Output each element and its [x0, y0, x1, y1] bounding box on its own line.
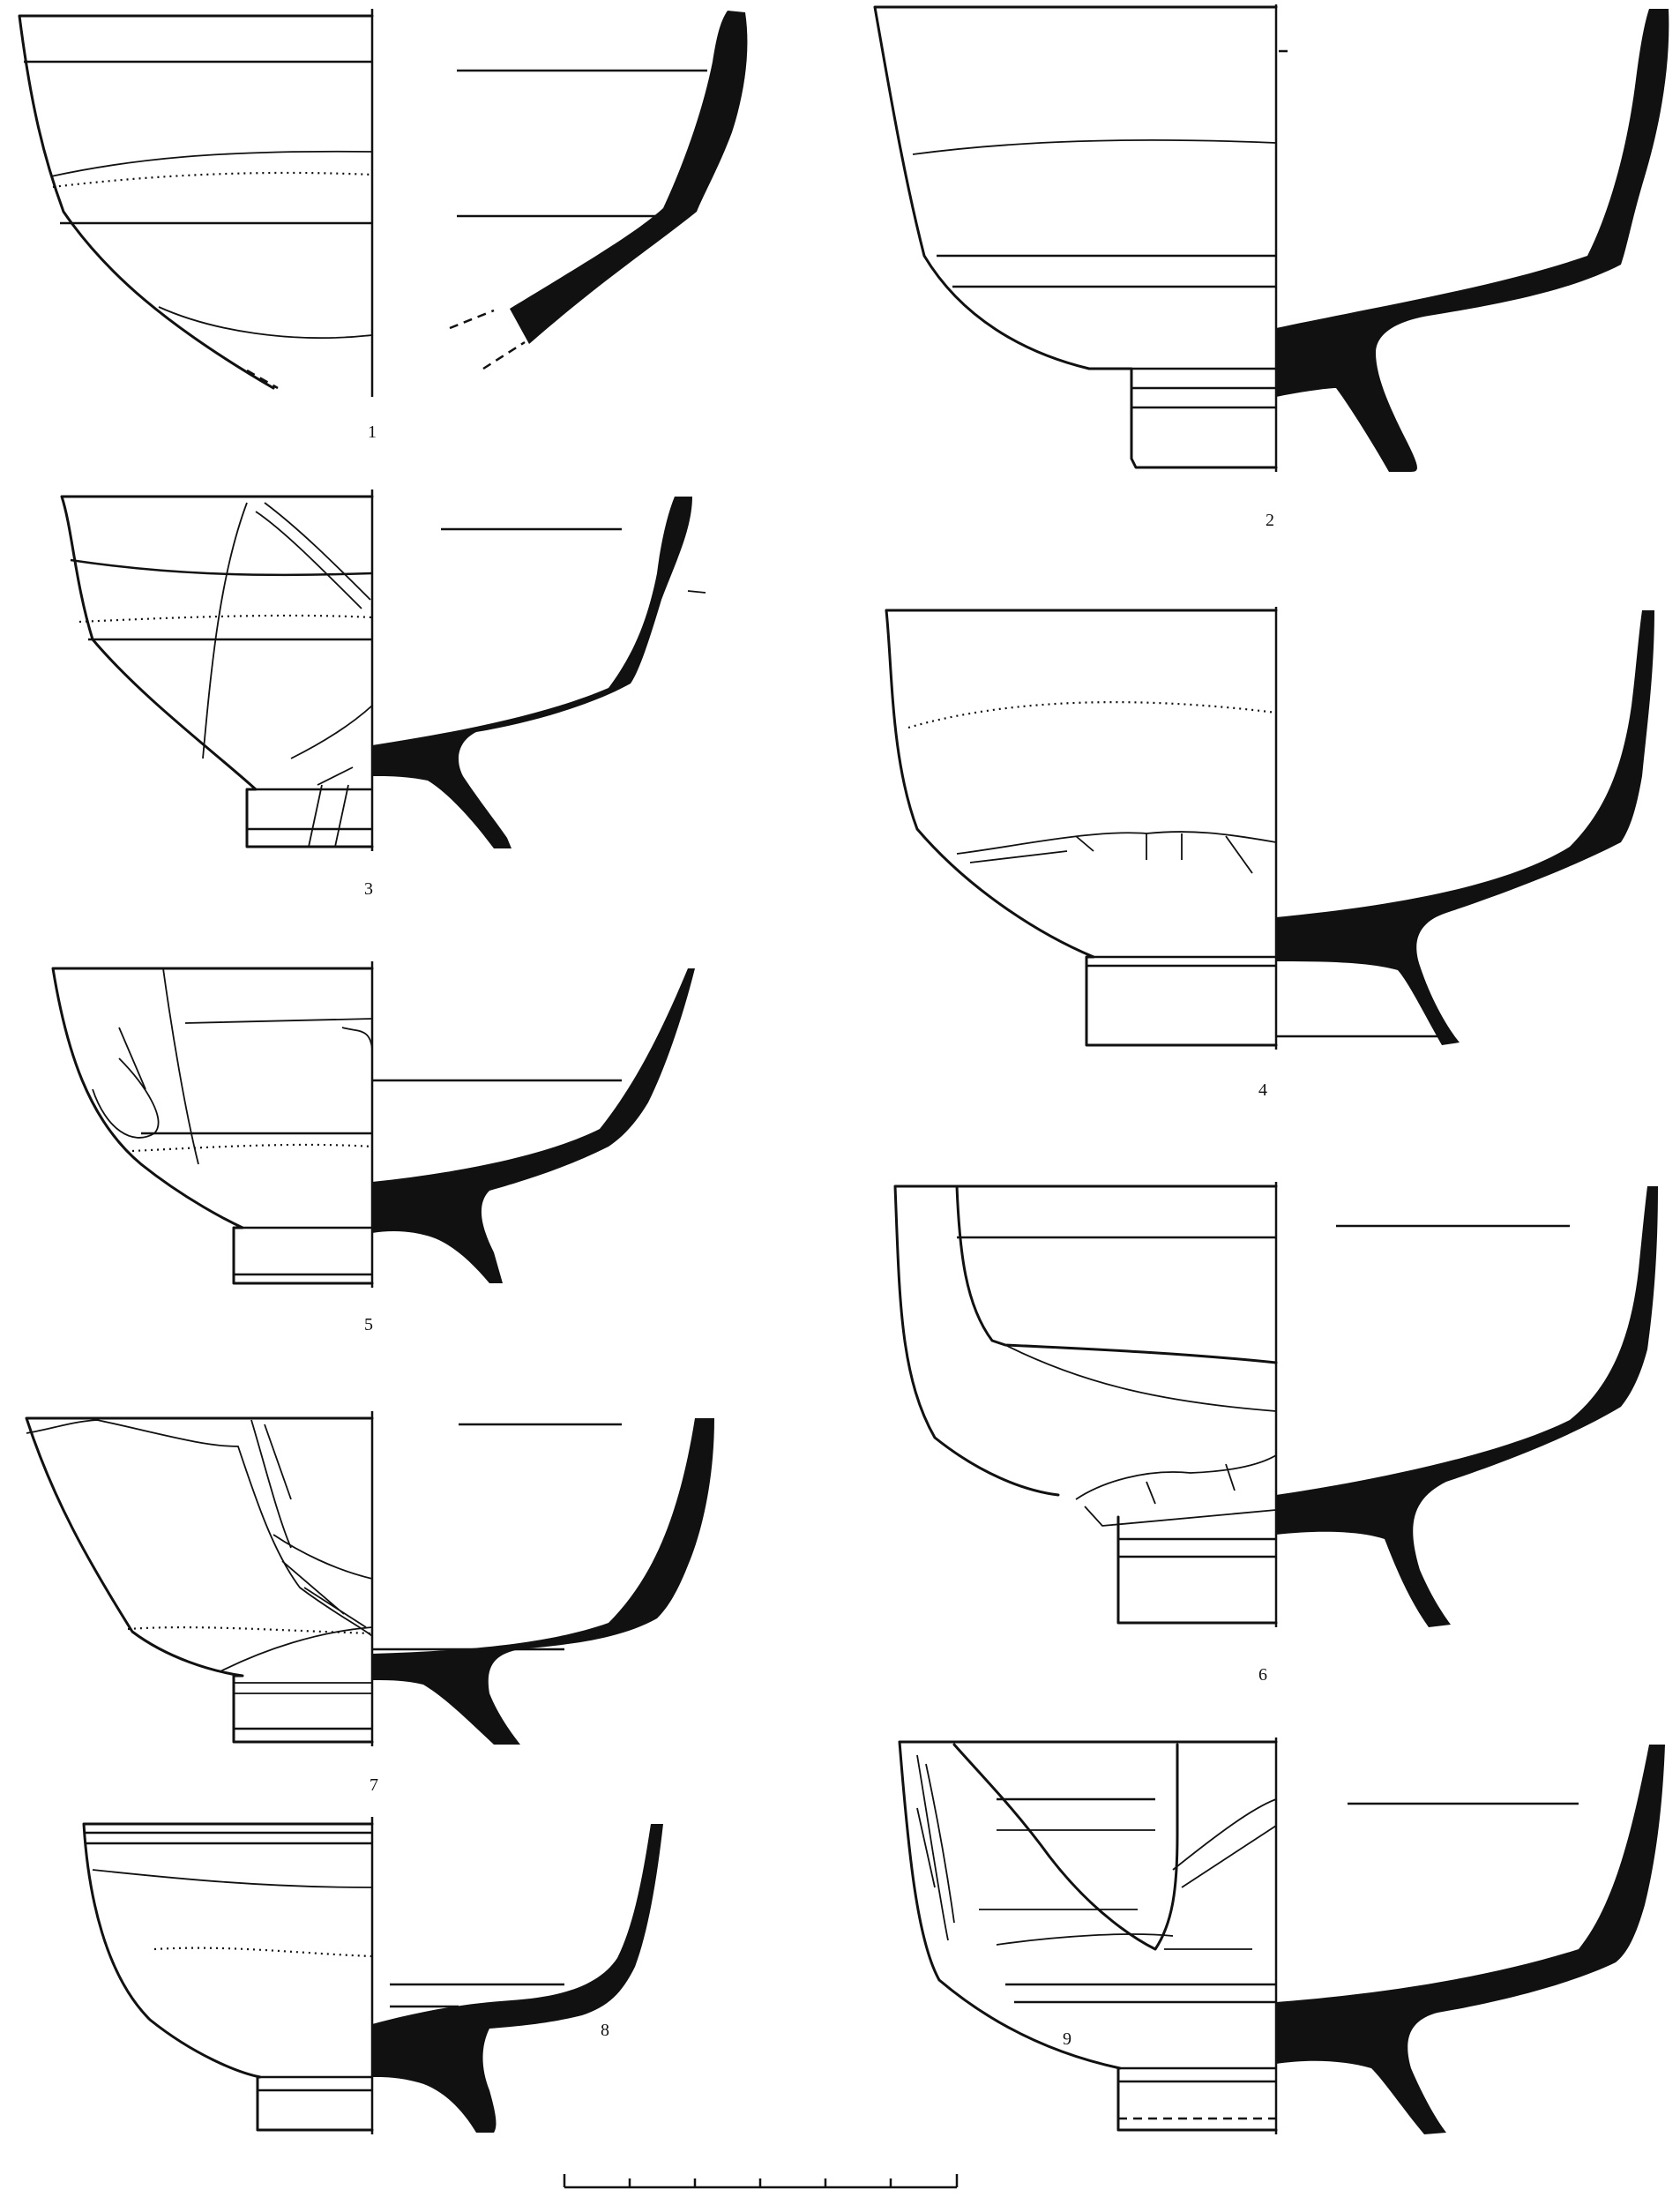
vessel-9-outline: [898, 1740, 1278, 2132]
scale-bar: [563, 2174, 959, 2189]
vessel-1-section: [510, 11, 748, 344]
vessel-4: 4: [885, 607, 1654, 1100]
vessel-5-outline: [51, 967, 374, 1285]
figure-label-5: 5: [364, 1315, 373, 1334]
figure-label-8: 8: [601, 2021, 609, 2040]
vessel-1-outline: [18, 14, 374, 390]
vessel-8: 8: [82, 1817, 663, 2134]
vessel-2: 2: [873, 4, 1669, 530]
vessel-2-section: [1276, 9, 1669, 472]
vessel-5-section: [372, 968, 695, 1283]
figure-label-7: 7: [370, 1775, 378, 1795]
vessel-1: 1: [18, 9, 748, 442]
figure-label-2: 2: [1266, 511, 1274, 530]
figure-label-9: 9: [1063, 2029, 1071, 2049]
vessel-3: 3: [60, 489, 706, 899]
vessel-3-section: [372, 497, 692, 848]
figure-label-4: 4: [1258, 1080, 1267, 1100]
vessel-7: 7: [25, 1411, 714, 1795]
figure-label-1: 1: [368, 422, 377, 442]
vessel-9: 9: [898, 1737, 1665, 2134]
vessel-8-outline: [82, 1822, 374, 2132]
vessel-6: 6: [893, 1182, 1658, 1685]
vessel-4-section: [1276, 610, 1654, 1045]
vessel-6-section: [1276, 1186, 1658, 1627]
vessel-7-outline: [25, 1416, 374, 1744]
vessel-4-outline: [885, 609, 1278, 1047]
vessel-9-section: [1276, 1745, 1665, 2134]
vessel-6-outline: [893, 1184, 1278, 1625]
vessel-8-section: [372, 1824, 663, 2133]
figure-label-6: 6: [1258, 1665, 1267, 1685]
vessel-7-section: [372, 1418, 714, 1745]
vessel-5: 5: [51, 961, 695, 1334]
figure-label-3: 3: [364, 879, 373, 899]
vessel-2-outline: [873, 5, 1278, 469]
vessel-3-outline: [60, 495, 374, 848]
